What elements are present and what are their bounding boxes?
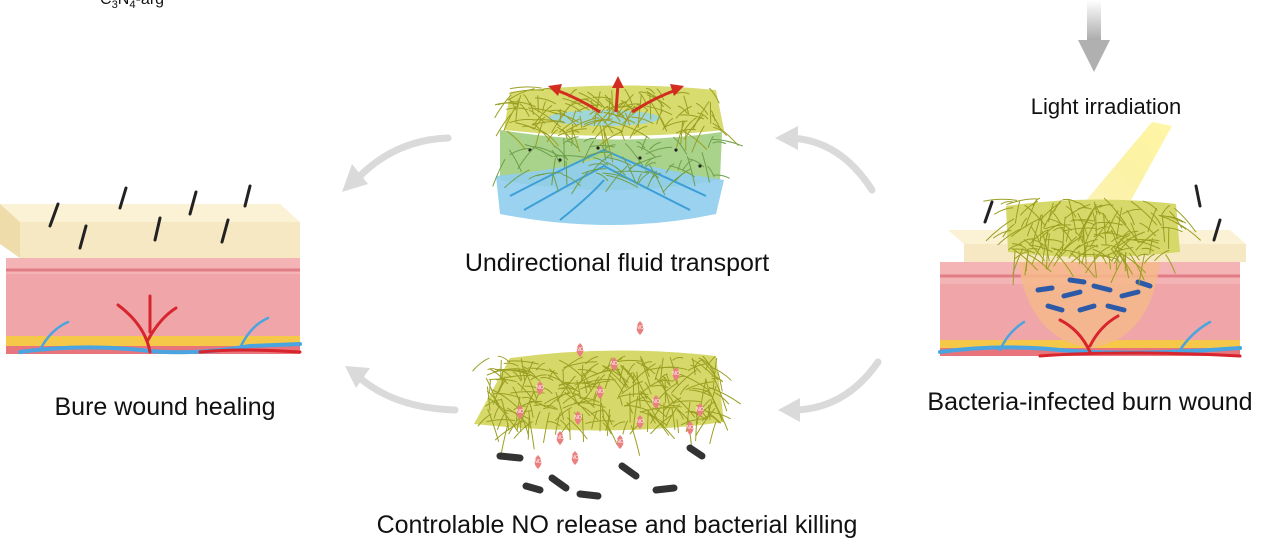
healed-skin-block <box>0 186 300 354</box>
svg-text:NO: NO <box>696 407 704 413</box>
svg-text:NO: NO <box>652 399 660 405</box>
fluid-transport-dressing <box>493 76 743 225</box>
arrow-top-left <box>358 138 448 178</box>
fiber-strand <box>501 423 508 455</box>
epidermis-top <box>0 204 300 222</box>
no-drop: NO <box>534 455 542 469</box>
fiber-strand <box>473 358 490 371</box>
svg-text:NO: NO <box>616 439 624 445</box>
svg-text:NO: NO <box>610 361 618 367</box>
svg-text:NO: NO <box>556 435 564 441</box>
arrowhead-bottom-right <box>778 398 800 422</box>
svg-text:NO: NO <box>596 389 604 395</box>
dermis-layer <box>6 258 300 274</box>
bacteria-killed <box>500 448 702 496</box>
svg-text:NO: NO <box>636 325 644 331</box>
no-release-label: Controlable NO release and bacterial kil… <box>377 511 858 539</box>
fiber-strand <box>710 422 716 444</box>
svg-text:NO: NO <box>571 455 579 461</box>
svg-text:NO: NO <box>516 409 524 415</box>
svg-text:NO: NO <box>636 419 644 425</box>
formula-label: C3N4-arg <box>100 0 164 11</box>
svg-text:NO: NO <box>536 385 544 391</box>
svg-text:NO: NO <box>574 415 582 421</box>
healing-label: Bure wound healing <box>55 393 276 421</box>
infected-skin-block <box>940 122 1246 356</box>
fiber-strand <box>631 425 639 455</box>
fiber-strand <box>538 95 539 112</box>
infected-label: Bacteria-infected burn wound <box>927 388 1252 416</box>
no-drop: NO <box>616 435 624 449</box>
arrowhead-top-right <box>775 126 798 150</box>
fluid-transport-label: Undirectional fluid transport <box>465 249 769 277</box>
svg-text:NO: NO <box>576 347 584 353</box>
arrow-top-right <box>790 138 872 190</box>
svg-text:NO: NO <box>672 371 680 377</box>
fiber-strand <box>510 87 542 89</box>
light-irradiation-label: Light irradiation <box>1031 94 1181 119</box>
arrow-bottom-right <box>796 362 878 410</box>
no-release-dressing: NO NO NO NO NO NO NO NO NO NO NO NO NO NO NO NO <box>473 321 741 496</box>
no-drop: NO <box>571 451 579 465</box>
no-drop: NO <box>556 431 564 445</box>
fiber-strand <box>1079 251 1080 265</box>
svg-text:NO: NO <box>686 425 694 431</box>
fiber-strand <box>983 199 1017 201</box>
light-arrow <box>1078 0 1110 72</box>
arrow-bottom-left <box>360 378 455 410</box>
no-drop: NO <box>636 321 644 335</box>
svg-text:NO: NO <box>534 459 542 465</box>
